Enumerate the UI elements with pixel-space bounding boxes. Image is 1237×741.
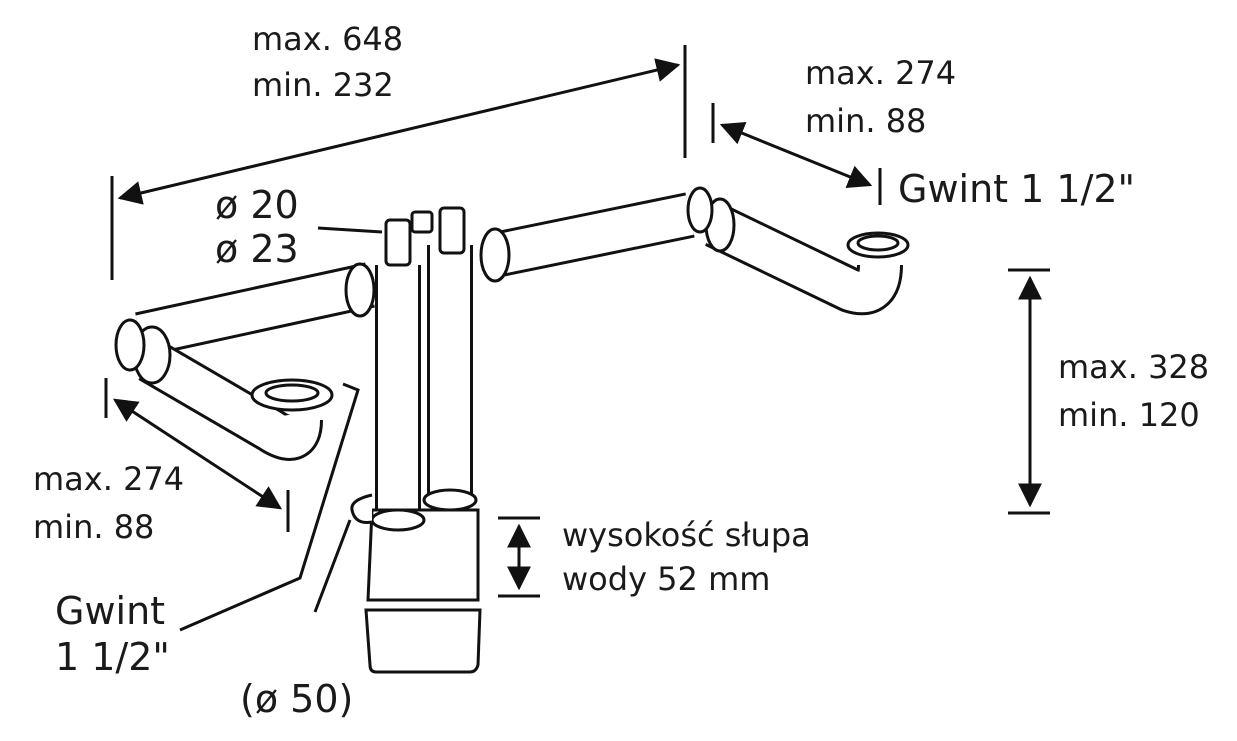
- label-left-min: min. 88: [33, 508, 154, 546]
- label-water-line1: wysokość słupa: [562, 516, 811, 554]
- label-thread-right: Gwint 1 1/2": [898, 167, 1135, 211]
- dimension-labels: max. 648 min. 232 max. 274 min. 88 Gwint…: [33, 20, 1209, 721]
- label-height-min: min. 120: [1058, 396, 1200, 434]
- label-thread-left-line1: Gwint: [55, 589, 165, 633]
- dimension-lines: [104, 45, 1050, 632]
- label-dia-20: ø 20: [215, 183, 299, 227]
- label-top-min: min. 232: [252, 66, 394, 104]
- label-dia-50: (ø 50): [240, 677, 353, 721]
- label-water-line2: wody 52 mm: [562, 560, 770, 598]
- label-dia-23: ø 23: [215, 227, 299, 271]
- label-right-top-min: min. 88: [805, 102, 926, 140]
- label-thread-left-line2: 1 1/2": [55, 635, 170, 679]
- label-left-max: max. 274: [33, 460, 184, 498]
- label-right-top-max: max. 274: [805, 54, 956, 92]
- label-height-max: max. 328: [1058, 348, 1209, 386]
- label-top-max: max. 648: [252, 20, 403, 58]
